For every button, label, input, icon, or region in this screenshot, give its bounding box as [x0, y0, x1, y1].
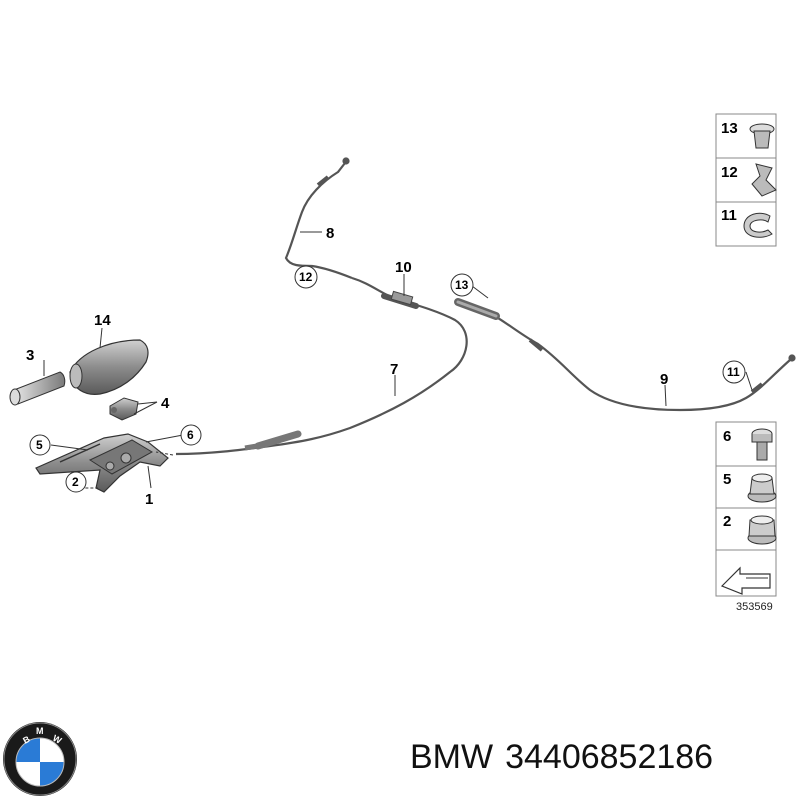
callout-14: 14: [94, 312, 111, 329]
cable-connector-10: [381, 290, 419, 309]
svg-text:M: M: [36, 726, 44, 736]
document-number: 353569: [736, 601, 773, 613]
legend-label-12: 12: [721, 164, 738, 181]
part-number: 34406852186: [505, 738, 714, 776]
hex-nut-flange-icon: [747, 473, 777, 503]
bracket-4: [109, 397, 139, 421]
legend-top: 13 12 11: [715, 113, 777, 247]
direction-arrow-icon: [720, 566, 771, 595]
callout-11: 11: [722, 360, 746, 384]
callout-6: 6: [180, 424, 202, 446]
callout-7-label: 7: [390, 361, 398, 378]
callout-13: 13: [450, 273, 474, 297]
legend-label-11: 11: [721, 207, 737, 224]
callout-8-label: 8: [326, 225, 334, 242]
bmw-logo: B M W: [3, 722, 77, 796]
brand-name: BMW: [410, 738, 494, 776]
callout-12: 12: [294, 265, 318, 289]
cable-8: [284, 157, 353, 280]
hex-nut-icon: [747, 515, 777, 545]
callout-1: 1: [145, 491, 153, 508]
legend-label-2: 2: [723, 513, 731, 530]
callout-10: 10: [395, 259, 412, 276]
callout-3-label: 3: [26, 347, 34, 364]
callout-5-label: 5: [36, 438, 43, 452]
callout-14-label: 14: [94, 312, 111, 329]
legend-label-13: 13: [721, 120, 738, 137]
lever-cover-14: [69, 339, 149, 395]
cable-clip-13: [454, 298, 500, 320]
svg-text:B: B: [21, 734, 32, 746]
callout-5: 5: [29, 434, 51, 456]
callout-1-label: 1: [145, 491, 153, 508]
cable-7: [175, 276, 468, 456]
callout-9-label: 9: [660, 371, 668, 388]
callout-2-label: 2: [72, 475, 79, 489]
callout-2: 2: [65, 471, 87, 493]
callout-7: 7: [390, 361, 398, 378]
part-caption: BMW 34406852186: [410, 738, 713, 777]
legend-label-5: 5: [723, 471, 731, 488]
parking-brake-lever-1: [35, 433, 169, 493]
c-clip-icon: [743, 212, 773, 238]
clip-icon: [751, 163, 777, 197]
grip-3: [9, 371, 66, 406]
callout-8: 8: [326, 225, 334, 242]
callout-6-label: 6: [187, 428, 194, 442]
callout-4: 4: [161, 395, 170, 412]
callout-12-label: 12: [299, 270, 313, 284]
callout-11-label: 11: [727, 365, 740, 379]
callout-10-label: 10: [395, 259, 412, 276]
legend-label-6: 6: [723, 428, 731, 445]
callout-4-label: 4: [161, 395, 170, 412]
callout-3: 3: [26, 347, 34, 364]
bolt-icon: [751, 428, 773, 461]
callout-13-label: 13: [455, 278, 469, 292]
callout-9: 9: [660, 371, 668, 388]
cable-9: [487, 311, 796, 412]
legend-bottom: 6 5 2: [715, 421, 777, 597]
plastic-nut-icon: [749, 123, 775, 149]
